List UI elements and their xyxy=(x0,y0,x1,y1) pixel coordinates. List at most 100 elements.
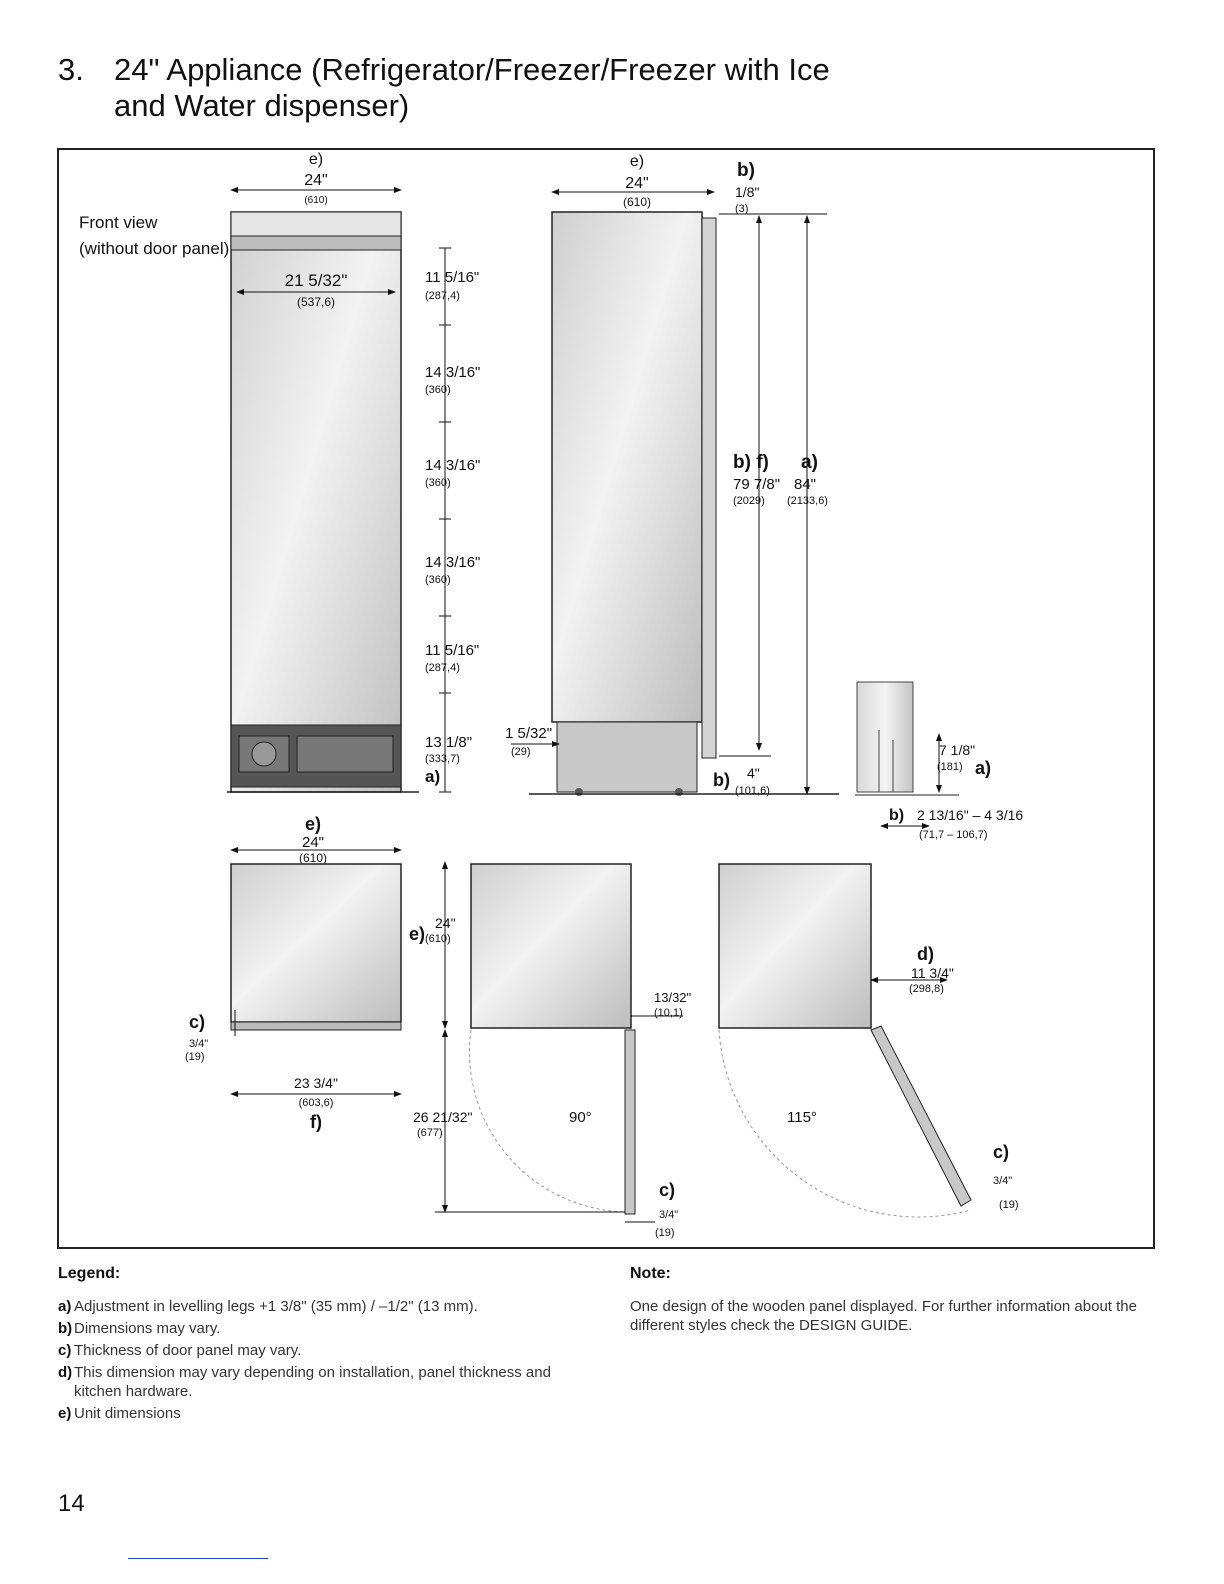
top-inner-in: 23 3/4" xyxy=(294,1075,338,1091)
page-number: 14 xyxy=(58,1490,85,1517)
door-115-view: d) 11 3/4" (298,8) 115° c) 3/4" (19) xyxy=(718,863,1019,1218)
door115-panel-mm: (19) xyxy=(999,1199,1019,1211)
door115-letter: d) xyxy=(917,944,934,964)
front-seg3-in: 14 3/16" xyxy=(425,457,480,474)
legend-title: Legend: xyxy=(58,1265,121,1282)
note-title: Note: xyxy=(630,1265,671,1282)
front-top-rail xyxy=(230,211,402,237)
legend-key: b) xyxy=(58,1320,73,1337)
legend-key: d) xyxy=(58,1364,73,1381)
top-panel-mm: (19) xyxy=(185,1051,205,1063)
side-base-mm: (101,6) xyxy=(735,785,770,797)
front-seg2-mm: (360) xyxy=(425,384,451,396)
note-text: One design of the wooden panel displayed… xyxy=(630,1298,1137,1334)
detail-range-mm: (71,7 – 106,7) xyxy=(919,829,988,841)
side-total-mm: (2133,6) xyxy=(787,495,828,507)
detail-height-mm: (181) xyxy=(937,761,963,773)
front-seg5-mm: (287,4) xyxy=(425,662,460,674)
bottom-rule xyxy=(128,1558,268,1559)
side-base-in: 4" xyxy=(747,765,760,781)
front-grille-right xyxy=(296,735,394,773)
side-unit-body xyxy=(551,211,703,723)
door115-angle: 115° xyxy=(787,1109,817,1126)
front-seg1-mm: (287,4) xyxy=(425,290,460,302)
door90-panel-letter: c) xyxy=(659,1180,675,1200)
door115-clear-in: 11 3/4" xyxy=(911,965,954,981)
legend-list: a)Adjustment in levelling legs +1 3/8" (… xyxy=(58,1297,578,1423)
legend-key: a) xyxy=(58,1298,72,1315)
legend-text: Unit dimensions xyxy=(74,1405,181,1422)
side-base xyxy=(556,721,698,793)
front-seg1-in: 11 5/16" xyxy=(425,269,479,286)
door115-panel-in: 3/4" xyxy=(993,1175,1012,1187)
door115-door-panel xyxy=(870,1025,972,1207)
top-door-panel xyxy=(230,1021,402,1031)
side-width-letter: e) xyxy=(630,153,644,170)
door90-swing-in: 26 21/32" xyxy=(413,1109,472,1125)
side-width-in: 24" xyxy=(625,175,648,192)
front-width-mm: (610) xyxy=(304,195,327,206)
front-width-in: 24" xyxy=(304,172,327,189)
top-width-mm: (610) xyxy=(299,851,327,865)
section-number: 3. xyxy=(58,52,84,87)
front-seg6-in: 13 1/8" xyxy=(425,734,472,751)
side-total-letter: a) xyxy=(801,452,818,473)
side-foot-back xyxy=(675,788,683,796)
top-depth-mm: (610) xyxy=(425,933,451,945)
door115-clear-mm: (298,8) xyxy=(909,983,944,995)
top-depth-in: 24" xyxy=(435,915,456,931)
front-inner-in: 21 5/32" xyxy=(285,271,348,290)
front-seg3-mm: (360) xyxy=(425,477,451,489)
front-tick-marks xyxy=(439,247,451,793)
top-inner-letter: f) xyxy=(310,1112,322,1132)
top-inner-mm: (603,6) xyxy=(299,1097,334,1109)
top-unit-body xyxy=(230,863,402,1023)
side-door-panel xyxy=(701,217,717,759)
door90-panel-mm: (19) xyxy=(655,1227,675,1239)
legend-text: Adjustment in levelling legs +1 3/8" (35… xyxy=(74,1298,478,1315)
detail-height-letter: a) xyxy=(975,758,991,778)
detail-view: 7 1/8" (181) a) b) 2 13/16" – 4 3/16 (71… xyxy=(855,681,1023,841)
page-title: 3. 24" Appliance (Refrigerator/Freezer/Fr… xyxy=(58,52,830,124)
door90-panel-in: 3/4" xyxy=(659,1209,678,1221)
door90-door-panel xyxy=(624,1029,636,1215)
side-gap-letter: b) xyxy=(737,160,755,181)
door90-unit-body xyxy=(470,863,632,1029)
legend-text: This dimension may vary depending on ins… xyxy=(74,1364,551,1400)
door90-angle: 90° xyxy=(569,1109,592,1126)
top-panel-in: 3/4" xyxy=(189,1038,208,1050)
door90-gap-mm: (10,1) xyxy=(654,1007,683,1019)
top-width-in: 24" xyxy=(302,834,324,851)
title-line-1: 24" Appliance (Refrigerator/Freezer/Free… xyxy=(114,52,830,87)
side-toe-mm: (29) xyxy=(511,746,531,758)
top-view: e) 24" (610) c) 3/4" (19) 23 3/4" (603,6… xyxy=(185,814,456,1132)
side-base-letter: b) xyxy=(713,770,730,790)
door115-panel-letter: c) xyxy=(993,1142,1009,1162)
front-view: Front view (without door panel) e) 24" (… xyxy=(79,151,480,793)
front-seg4-in: 14 3/16" xyxy=(425,554,480,571)
side-height-mm: (2029) xyxy=(733,495,765,507)
legend-item: b)Dimensions may vary. xyxy=(58,1319,578,1338)
door90-gap-in: 13/32" xyxy=(654,990,692,1005)
side-toe-in: 1 5/32" xyxy=(505,725,552,742)
legend-item: c)Thickness of door panel may vary. xyxy=(58,1341,578,1360)
title-line-2: and Water dispenser) xyxy=(114,88,410,123)
front-bottom-letter: a) xyxy=(425,767,440,786)
detail-cabinet xyxy=(856,681,914,793)
detail-range-in: 2 13/16" – 4 3/16 xyxy=(917,807,1023,823)
side-width-mm: (610) xyxy=(623,195,651,209)
side-total-in: 84" xyxy=(794,476,816,493)
door-90-view: 26 21/32" (677) 90° 13/32" (10,1) c) 3/4… xyxy=(413,863,692,1239)
front-hinge-rail xyxy=(230,235,402,251)
top-width-letter: e) xyxy=(305,814,321,834)
legend-item: e)Unit dimensions xyxy=(58,1404,578,1423)
legend-text: Dimensions may vary. xyxy=(74,1320,221,1337)
legend: Legend: a)Adjustment in levelling legs +… xyxy=(58,1264,578,1426)
door90-swing-arc xyxy=(468,1029,632,1213)
side-height-in: 79 7/8" xyxy=(733,476,780,493)
door115-unit-body xyxy=(718,863,872,1029)
front-seg5-in: 11 5/16" xyxy=(425,642,479,659)
side-gap-mm: (3) xyxy=(735,203,748,215)
front-seg2-in: 14 3/16" xyxy=(425,364,480,381)
legend-text: Thickness of door panel may vary. xyxy=(74,1342,302,1359)
